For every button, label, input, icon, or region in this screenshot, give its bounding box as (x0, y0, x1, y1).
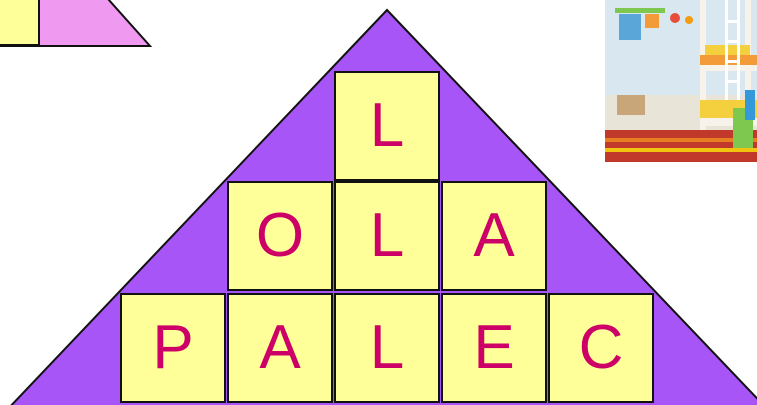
letter-tile[interactable]: L (334, 71, 440, 181)
tile-letter: O (256, 205, 304, 267)
letter-tile[interactable]: C (548, 293, 654, 403)
letter-tile[interactable]: A (441, 181, 547, 291)
tile-letter: P (152, 317, 193, 379)
letter-tile[interactable]: L (334, 293, 440, 403)
letter-tile[interactable]: P (120, 293, 226, 403)
letter-tile[interactable]: E (441, 293, 547, 403)
letter-tile[interactable]: L (334, 181, 440, 291)
tile-letter: E (473, 317, 514, 379)
bedroom-photo (605, 0, 757, 162)
letter-tile[interactable]: O (227, 181, 333, 291)
tile-letter: L (370, 95, 404, 157)
tile-letter: A (473, 205, 514, 267)
tile-letter: A (259, 317, 300, 379)
tile-letter: C (579, 317, 624, 379)
tile-letter: L (370, 205, 404, 267)
letter-tile[interactable]: A (227, 293, 333, 403)
tile-letter: L (370, 317, 404, 379)
